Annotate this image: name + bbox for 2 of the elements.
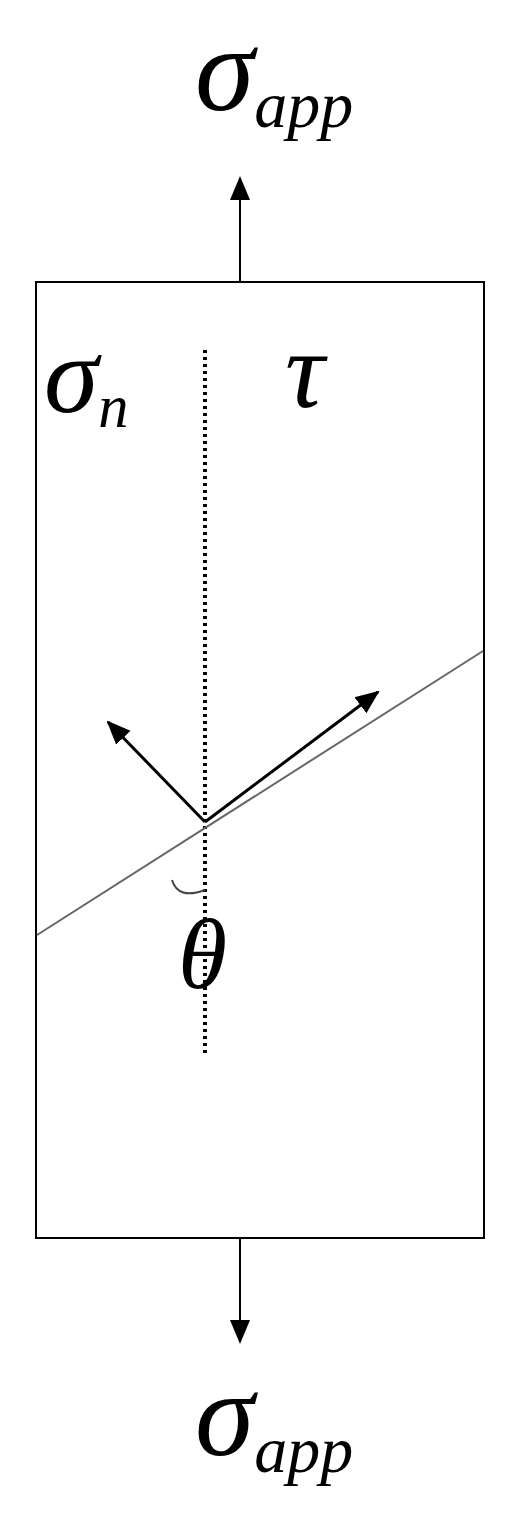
symbol-label: θ (178, 905, 228, 1005)
symbol-label: σ$_{n}$ (44, 320, 129, 438)
